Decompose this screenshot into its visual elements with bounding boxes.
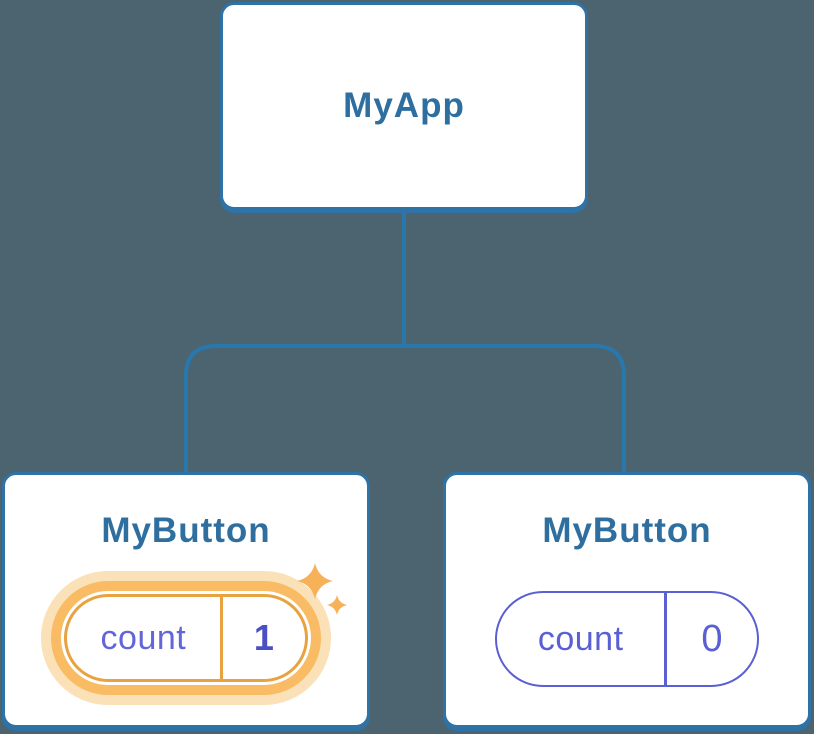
- sparkle-icon: [297, 563, 347, 615]
- state-pill-highlighted: count 1: [64, 594, 308, 682]
- connector-branch: [184, 344, 626, 476]
- state-value-label: 1: [253, 617, 274, 658]
- state-key-cell: count: [67, 597, 220, 679]
- component-title: MyButton: [101, 511, 271, 550]
- state-value-label: 0: [701, 617, 723, 660]
- state-pill: count 0: [495, 591, 759, 687]
- component-node-child-right: MyButton count 0: [443, 472, 811, 728]
- sparkle-small: [327, 595, 347, 615]
- component-title: MyButton: [542, 511, 712, 550]
- component-node-child-left: MyButton count 1: [2, 472, 370, 728]
- pill-divider: [219, 597, 223, 679]
- component-title: MyApp: [343, 86, 465, 125]
- component-node-root: MyApp: [220, 2, 588, 210]
- state-key-label: count: [537, 619, 624, 658]
- sparkle-large: [297, 563, 333, 599]
- state-key-label: count: [100, 618, 187, 657]
- state-value-cell: 1: [223, 597, 305, 679]
- state-key-cell: count: [497, 593, 664, 685]
- state-value-cell: 0: [667, 593, 757, 685]
- pill-divider: [664, 593, 667, 685]
